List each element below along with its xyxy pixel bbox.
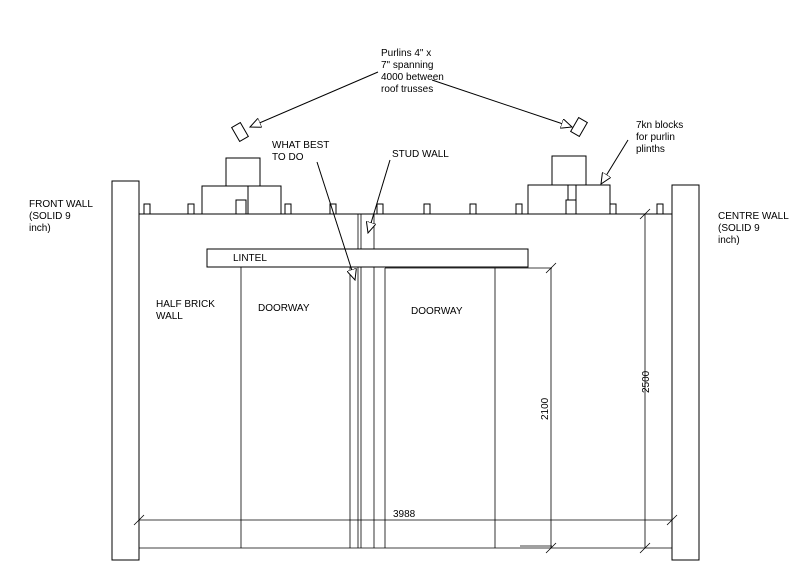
lintel-label: LINTEL: [233, 253, 267, 264]
centre-wall-label: CENTRE WALL (SOLID 9 inch): [718, 211, 789, 246]
svg-text:WALL: WALL: [156, 311, 183, 322]
svg-text:2100: 2100: [540, 397, 551, 420]
left-purlin: [230, 121, 250, 143]
svg-text:7kn blocks: 7kn blocks: [636, 120, 683, 131]
svg-text:(SOLID 9: (SOLID 9: [718, 223, 760, 234]
stud-wall-arrow: [368, 159, 391, 233]
svg-text:CENTRE WALL: CENTRE WALL: [718, 211, 789, 222]
half-brick-label: HALF BRICK WALL: [156, 299, 215, 322]
doorway-left-label: DOORWAY: [258, 303, 310, 314]
dimension-2100: 2100: [520, 262, 557, 554]
svg-text:2500: 2500: [641, 370, 652, 393]
svg-text:WHAT BEST: WHAT BEST: [272, 140, 329, 151]
svg-text:for purlin: for purlin: [636, 132, 675, 143]
purlins-label: Purlins 4" x 7" spanning 4000 between ro…: [381, 48, 444, 95]
right-plinth-blocks: [527, 155, 611, 215]
stud-wall: [357, 214, 386, 548]
blocks-label: 7kn blocks for purlin plinths: [636, 120, 683, 155]
svg-text:plinths: plinths: [636, 144, 665, 155]
svg-text:FRONT WALL: FRONT WALL: [29, 199, 93, 210]
svg-text:4000 between: 4000 between: [381, 72, 444, 83]
purlins-arrow-right: [431, 79, 572, 127]
front-wall-label: FRONT WALL (SOLID 9 inch): [29, 199, 93, 234]
svg-text:(SOLID 9: (SOLID 9: [29, 211, 71, 222]
svg-text:roof trusses: roof trusses: [381, 84, 433, 95]
front-wall: [111, 180, 140, 561]
svg-text:TO DO: TO DO: [272, 152, 304, 163]
lintel: [206, 248, 529, 268]
svg-text:inch): inch): [29, 223, 51, 234]
left-plinth-blocks: [201, 157, 282, 215]
blocks-arrow: [601, 139, 629, 184]
svg-text:Purlins 4" x: Purlins 4" x: [381, 48, 431, 59]
doorway-right-label: DOORWAY: [411, 306, 463, 317]
stud-wall-label: STUD WALL: [392, 149, 449, 160]
dimension-2500: 2500: [639, 208, 652, 554]
centre-wall: [671, 184, 700, 561]
right-purlin: [569, 116, 589, 138]
purlins-arrow-left: [250, 71, 379, 127]
svg-text:inch): inch): [718, 235, 740, 246]
svg-text:7" spanning: 7" spanning: [381, 60, 433, 71]
what-best-arrow: [316, 161, 355, 280]
svg-text:3988: 3988: [393, 509, 416, 520]
dimension-3988: 3988: [133, 509, 678, 526]
what-best-label: WHAT BEST TO DO: [272, 140, 329, 163]
svg-text:HALF BRICK: HALF BRICK: [156, 299, 215, 310]
